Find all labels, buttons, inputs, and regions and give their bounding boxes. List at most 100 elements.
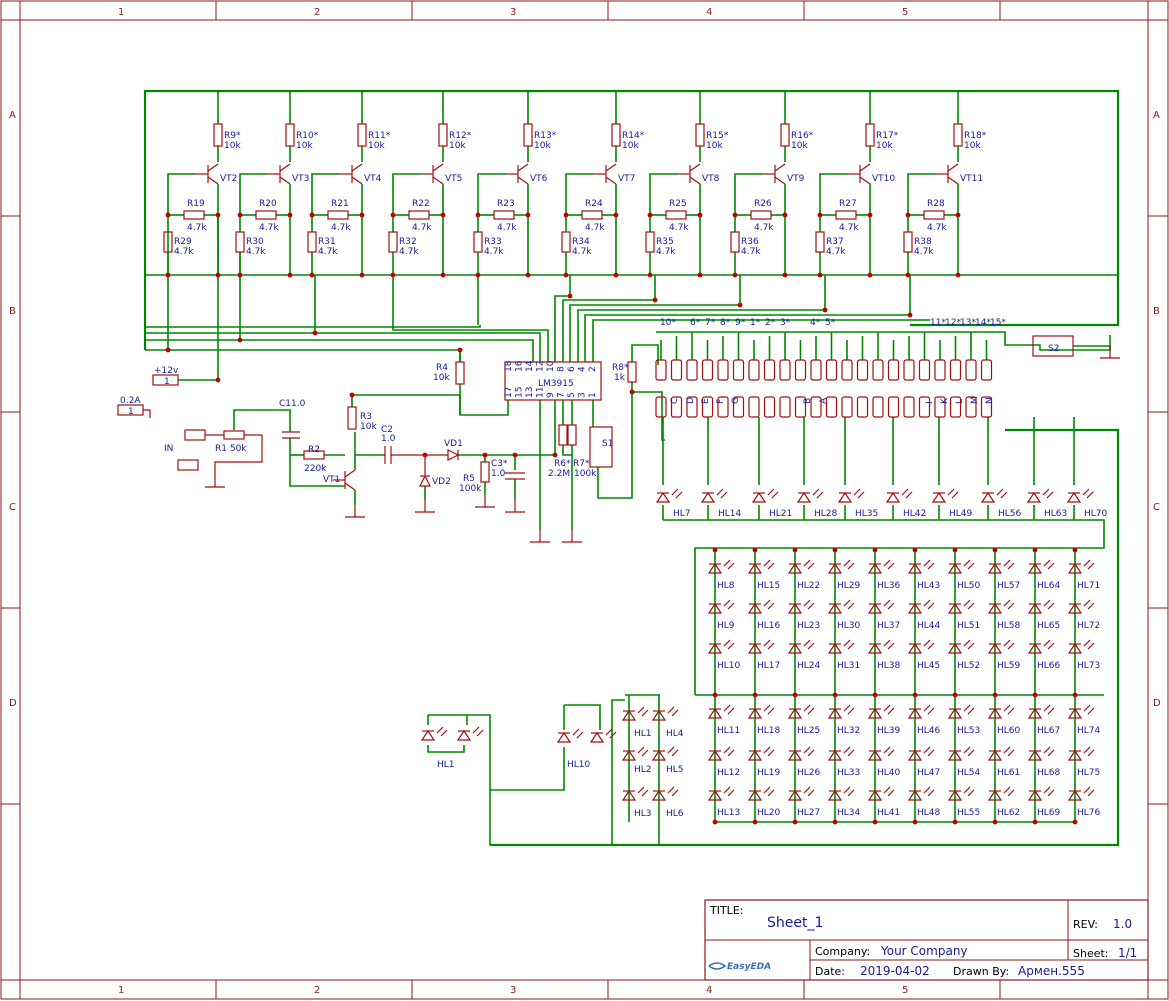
led-arrow <box>968 750 974 756</box>
resistor-value: 10k <box>449 141 466 151</box>
led-label: HL24 <box>797 661 821 671</box>
led-arrow <box>642 750 648 756</box>
led-arrow <box>844 600 850 606</box>
connector-pin-top <box>672 360 682 380</box>
led-arrow <box>1008 750 1014 756</box>
led-label: HL3 <box>634 809 652 819</box>
junction <box>993 693 998 698</box>
led-label: HL6 <box>666 809 684 819</box>
resistor <box>646 232 654 252</box>
resistor-label: R6* <box>554 459 571 469</box>
led-arrow <box>721 492 727 498</box>
led-arrow <box>924 705 930 711</box>
title-label: TITLE: <box>709 904 743 917</box>
led-arrow <box>668 707 674 713</box>
led-arrow <box>638 747 644 753</box>
led-arrow <box>1048 603 1054 609</box>
connector-bottom-label: I <box>925 401 935 404</box>
connector-pin-top <box>858 360 868 380</box>
title-block: TITLE: Sheet_1 REV: 1.0 Company: Your Co… <box>705 900 1148 980</box>
transistor-collector <box>280 164 290 171</box>
connector-top-label: 2* <box>765 318 776 328</box>
input-label: IN <box>164 444 173 454</box>
junction <box>476 273 481 278</box>
led-label: HL51 <box>957 621 980 631</box>
led-arrow <box>1084 600 1090 606</box>
row-marker: D <box>1153 698 1161 709</box>
led-arrow <box>808 790 814 796</box>
junction <box>568 294 573 299</box>
junction <box>818 213 823 218</box>
column-marker: 1 <box>118 985 124 996</box>
led-label: HL45 <box>917 661 940 671</box>
led-arrow <box>844 705 850 711</box>
resistor <box>731 232 739 252</box>
connector-top-label: 6* <box>690 318 701 328</box>
transistor-emitter <box>280 177 290 184</box>
resistor <box>389 232 397 252</box>
sheet-number: 1/1 <box>1118 946 1137 960</box>
connector-bottom-label: E <box>701 398 711 404</box>
wire <box>240 252 533 362</box>
led-label: HL8 <box>717 581 735 591</box>
led-arrow <box>768 790 774 796</box>
connector-top-label: 3* <box>780 318 791 328</box>
led-label: HL30 <box>837 621 861 631</box>
junction <box>653 298 658 303</box>
transistor-label: VT6 <box>530 174 548 184</box>
resistor-value: 4.7k <box>754 223 774 233</box>
led-arrow <box>764 640 770 646</box>
junction <box>823 308 828 313</box>
led-arrow <box>964 705 970 711</box>
resistor <box>924 211 944 219</box>
transistor-collector <box>345 470 355 477</box>
led-arrow <box>638 707 644 713</box>
led-arrow <box>924 600 930 606</box>
junction <box>713 693 718 698</box>
transistor-label: VT4 <box>364 174 382 184</box>
junction <box>614 273 619 278</box>
led-label: HL52 <box>957 661 980 671</box>
transistor-collector <box>690 164 700 171</box>
led-arrow <box>968 603 974 609</box>
led-label: HL73 <box>1077 661 1100 671</box>
led-label: HL49 <box>949 509 973 519</box>
resistor-label: R14* <box>622 131 645 141</box>
junction <box>868 273 873 278</box>
resistor-label: R35 <box>656 237 674 247</box>
led-arrow <box>948 489 954 495</box>
resistor <box>224 431 244 439</box>
led-label: HL22 <box>797 581 820 591</box>
resistor <box>628 362 636 382</box>
led-label: HL27 <box>797 808 820 818</box>
ic-pin-label: 15 <box>515 387 525 398</box>
junction <box>1033 548 1038 553</box>
junction <box>288 273 293 278</box>
led-arrow <box>924 747 930 753</box>
wire <box>564 705 600 730</box>
junction <box>793 820 798 825</box>
transistor-label: VT9 <box>787 174 805 184</box>
wire <box>315 275 540 362</box>
led-arrow <box>728 603 734 609</box>
junction <box>953 820 958 825</box>
capacitor-label: C3* <box>491 459 508 469</box>
resistor-value: 4.7k <box>246 247 266 257</box>
led-triangle <box>422 731 434 740</box>
resistor-value: 10k <box>296 141 313 151</box>
capacitor-value: 1.0 <box>491 469 506 479</box>
resistor <box>751 211 771 219</box>
transistor-collector <box>606 164 616 171</box>
led-arrow <box>717 489 723 495</box>
led-arrow <box>1084 560 1090 566</box>
wire <box>145 91 1118 350</box>
junction <box>753 548 758 553</box>
resistor <box>954 124 962 146</box>
resistor-value: 10k <box>791 141 808 151</box>
junction <box>423 453 428 458</box>
resistor-label: R25 <box>669 199 687 209</box>
resistor <box>456 362 464 384</box>
connector-pin-top <box>920 360 930 380</box>
resistor-label: R21 <box>331 199 349 209</box>
junction <box>216 213 221 218</box>
